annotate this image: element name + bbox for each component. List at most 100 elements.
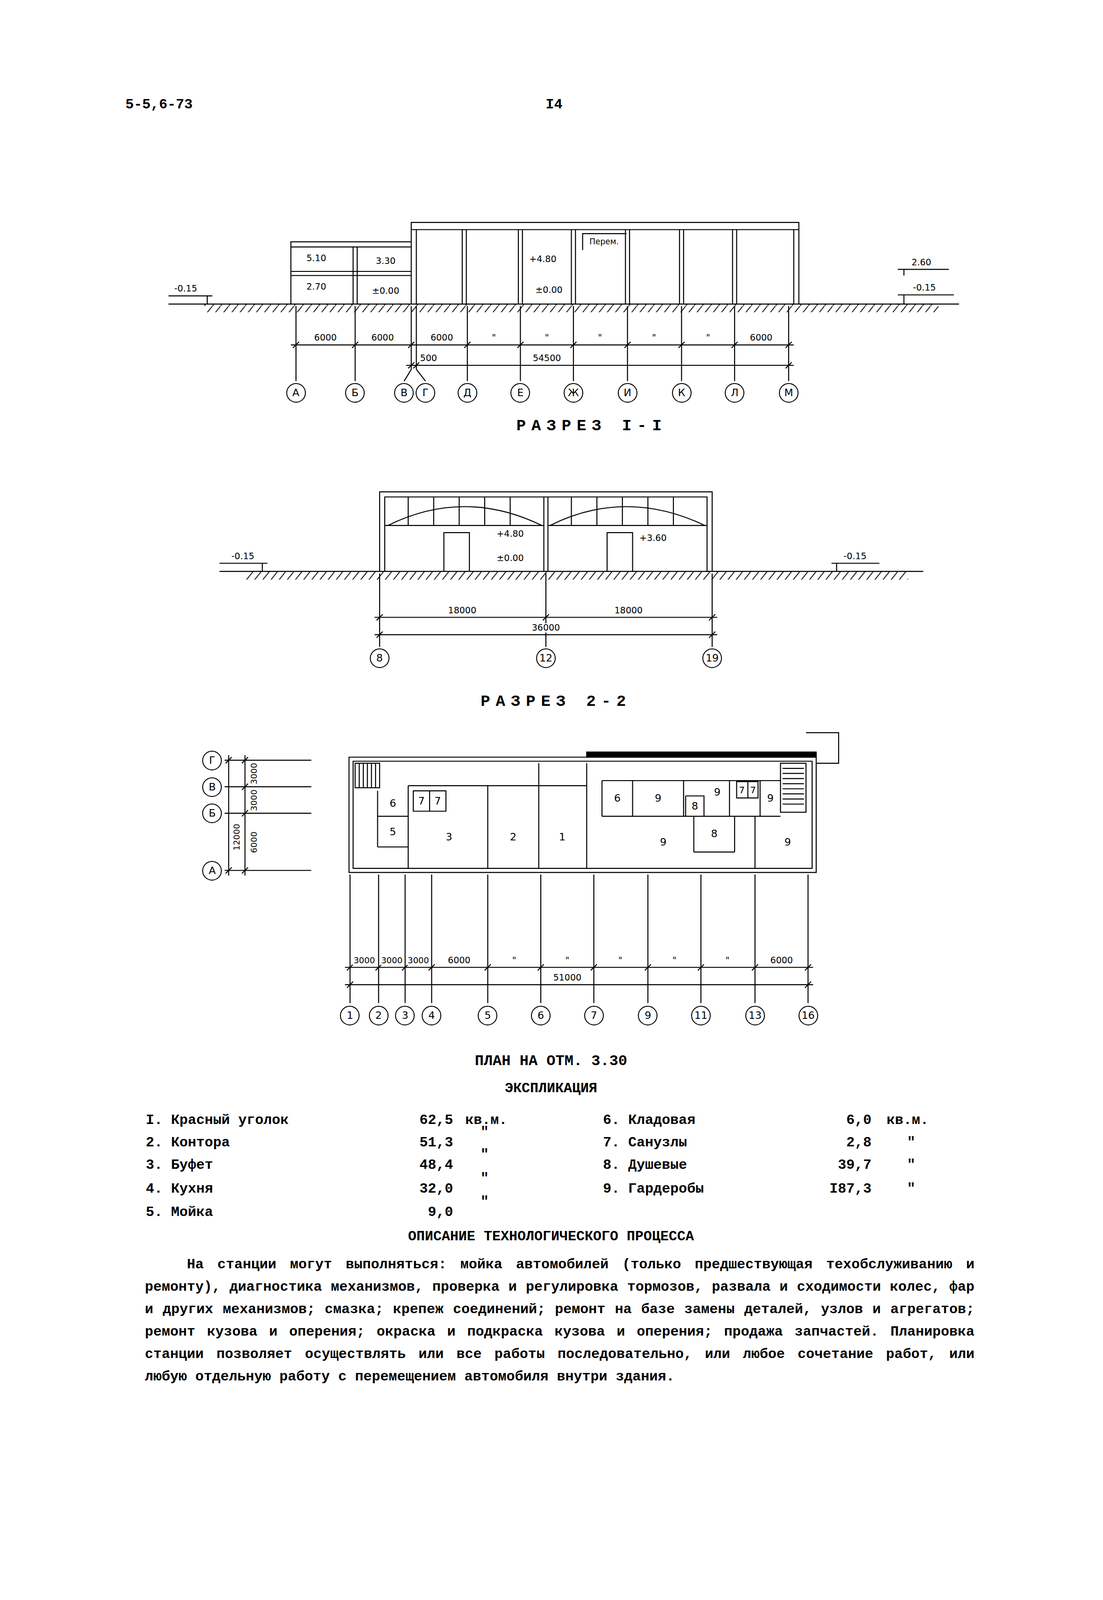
axis-letter: 9: [644, 1010, 651, 1021]
dimension-label: 6000: [446, 955, 472, 965]
dimension-label: ": [511, 955, 518, 965]
dimension-label: 18000: [613, 605, 644, 616]
axis-marker: Ж: [563, 382, 584, 403]
dimension-label: 51000: [552, 972, 583, 983]
axis-letter: И: [623, 387, 632, 398]
axis-letter: М: [784, 387, 794, 398]
room-name: 5. Мойка: [144, 1204, 214, 1220]
plan-title: ПЛАН НА ОТМ. 3.30: [473, 1053, 629, 1070]
room-area: 32,0: [418, 1181, 454, 1197]
sheet-code: 5-5,6-73: [124, 97, 194, 113]
axis-marker: 5: [477, 1005, 498, 1026]
room-name: 9. Гардеробы: [601, 1181, 705, 1197]
room-number: 8: [710, 828, 719, 840]
dimension-label: 6000: [249, 830, 259, 854]
elevation-mark: 2.60: [910, 257, 933, 268]
axis-letter: 7: [590, 1010, 598, 1021]
room-number: 7: [749, 784, 757, 795]
dimension-label: 12000: [232, 822, 241, 851]
dimension-label: ": [544, 332, 551, 343]
elevation-mark: -0.15: [842, 551, 868, 561]
page-number: I4: [544, 97, 564, 113]
axis-letter: Е: [516, 387, 524, 398]
room-number: 8: [690, 800, 700, 812]
axis-letter: 19: [705, 652, 719, 664]
dimension-label: 36000: [530, 622, 561, 633]
room-name: I. Красный уголок: [144, 1112, 290, 1128]
elevation-mark: 5.10: [305, 253, 327, 263]
section-title: РАЗРЕЗ 2-2: [479, 693, 633, 711]
axis-letter: К: [678, 387, 686, 398]
axis-marker: В: [202, 777, 222, 797]
elevation-mark: ±0.00: [534, 285, 564, 295]
elevation-mark: +4.80: [495, 529, 525, 539]
axis-letter: Д: [463, 387, 472, 398]
axis-letter: 16: [801, 1010, 815, 1021]
axis-marker: 11: [691, 1005, 711, 1026]
axis-marker: М: [778, 382, 799, 403]
room-area: I87,3: [828, 1181, 873, 1197]
dimension-label: ": [724, 955, 731, 965]
room-name: 7. Санузлы: [601, 1135, 688, 1151]
elevation-mark: +3.60: [638, 533, 668, 543]
axis-letter: 1: [346, 1010, 354, 1021]
dimension-label: 6000: [769, 955, 794, 965]
axis-letter: Б: [208, 807, 216, 819]
ditto-mark: ": [905, 1158, 917, 1174]
axis-letter: 13: [748, 1010, 762, 1021]
dimension-label: 54500: [531, 353, 562, 363]
axis-marker: А: [286, 382, 306, 403]
dimension-label: 6000: [429, 332, 454, 343]
ditto-mark: ": [479, 1171, 490, 1187]
axis-marker: 6: [530, 1005, 551, 1026]
section-2: [219, 491, 924, 647]
axis-letter: А: [292, 387, 300, 398]
room-area: 6,0: [845, 1112, 873, 1128]
axis-letter: В: [208, 781, 216, 792]
axis-marker: К: [671, 382, 692, 403]
axis-letter: 2: [375, 1010, 382, 1021]
axis-marker: 1: [339, 1005, 360, 1026]
elevation-mark: +4.80: [528, 254, 558, 264]
room-number: 9: [653, 792, 663, 804]
elevation-mark: 2.70: [305, 282, 327, 292]
axis-letter: 11: [694, 1010, 708, 1021]
ditto-mark: ": [905, 1181, 917, 1197]
dimension-label: 3000: [249, 788, 259, 812]
ditto-mark: ": [479, 1194, 490, 1210]
dimension-label: ": [490, 332, 497, 343]
room-name: 8. Душевые: [601, 1158, 688, 1174]
dimension-label: 3000: [352, 955, 376, 965]
room-area: 51,3: [418, 1135, 454, 1151]
room-number: 7: [433, 795, 442, 807]
dimension-label: 3000: [406, 955, 431, 965]
axis-letter: Б: [351, 387, 359, 398]
axis-marker: Б: [345, 382, 365, 403]
axis-marker: Л: [724, 382, 745, 403]
dimension-label: 500: [419, 353, 439, 363]
axis-marker: Д: [457, 382, 478, 403]
room-number: 9: [766, 792, 775, 804]
axis-letter: 3: [401, 1010, 409, 1021]
description-text: На станции могут выполняться: мойка авто…: [144, 1252, 975, 1388]
room-number: 9: [713, 786, 722, 798]
elevation-mark: -0.15: [912, 282, 937, 293]
room-number: 9: [783, 836, 792, 848]
axis-marker: Е: [510, 382, 531, 403]
axis-marker: 16: [798, 1005, 819, 1026]
axis-letter: 6: [537, 1010, 545, 1021]
elevation-mark: 3.30: [374, 256, 397, 266]
axis-marker: 19: [702, 648, 722, 668]
room-number: 2: [509, 831, 518, 842]
axis-marker: Г: [202, 750, 222, 771]
axis-letter: 12: [539, 652, 553, 664]
room-number: 1: [558, 831, 567, 842]
axis-letter: В: [400, 387, 408, 398]
note-label: Перем.: [588, 237, 620, 247]
table-title: ЭКСПЛИКАЦИЯ: [503, 1081, 599, 1097]
room-area: 2,8: [845, 1135, 873, 1151]
room-number: 6: [613, 792, 622, 804]
section-heading: ОПИСАНИЕ ТЕХНОЛОГИЧЕСКОГО ПРОЦЕССА: [407, 1229, 695, 1245]
ditto-mark: ": [479, 1147, 490, 1163]
room-name: 3. Буфет: [144, 1158, 214, 1174]
